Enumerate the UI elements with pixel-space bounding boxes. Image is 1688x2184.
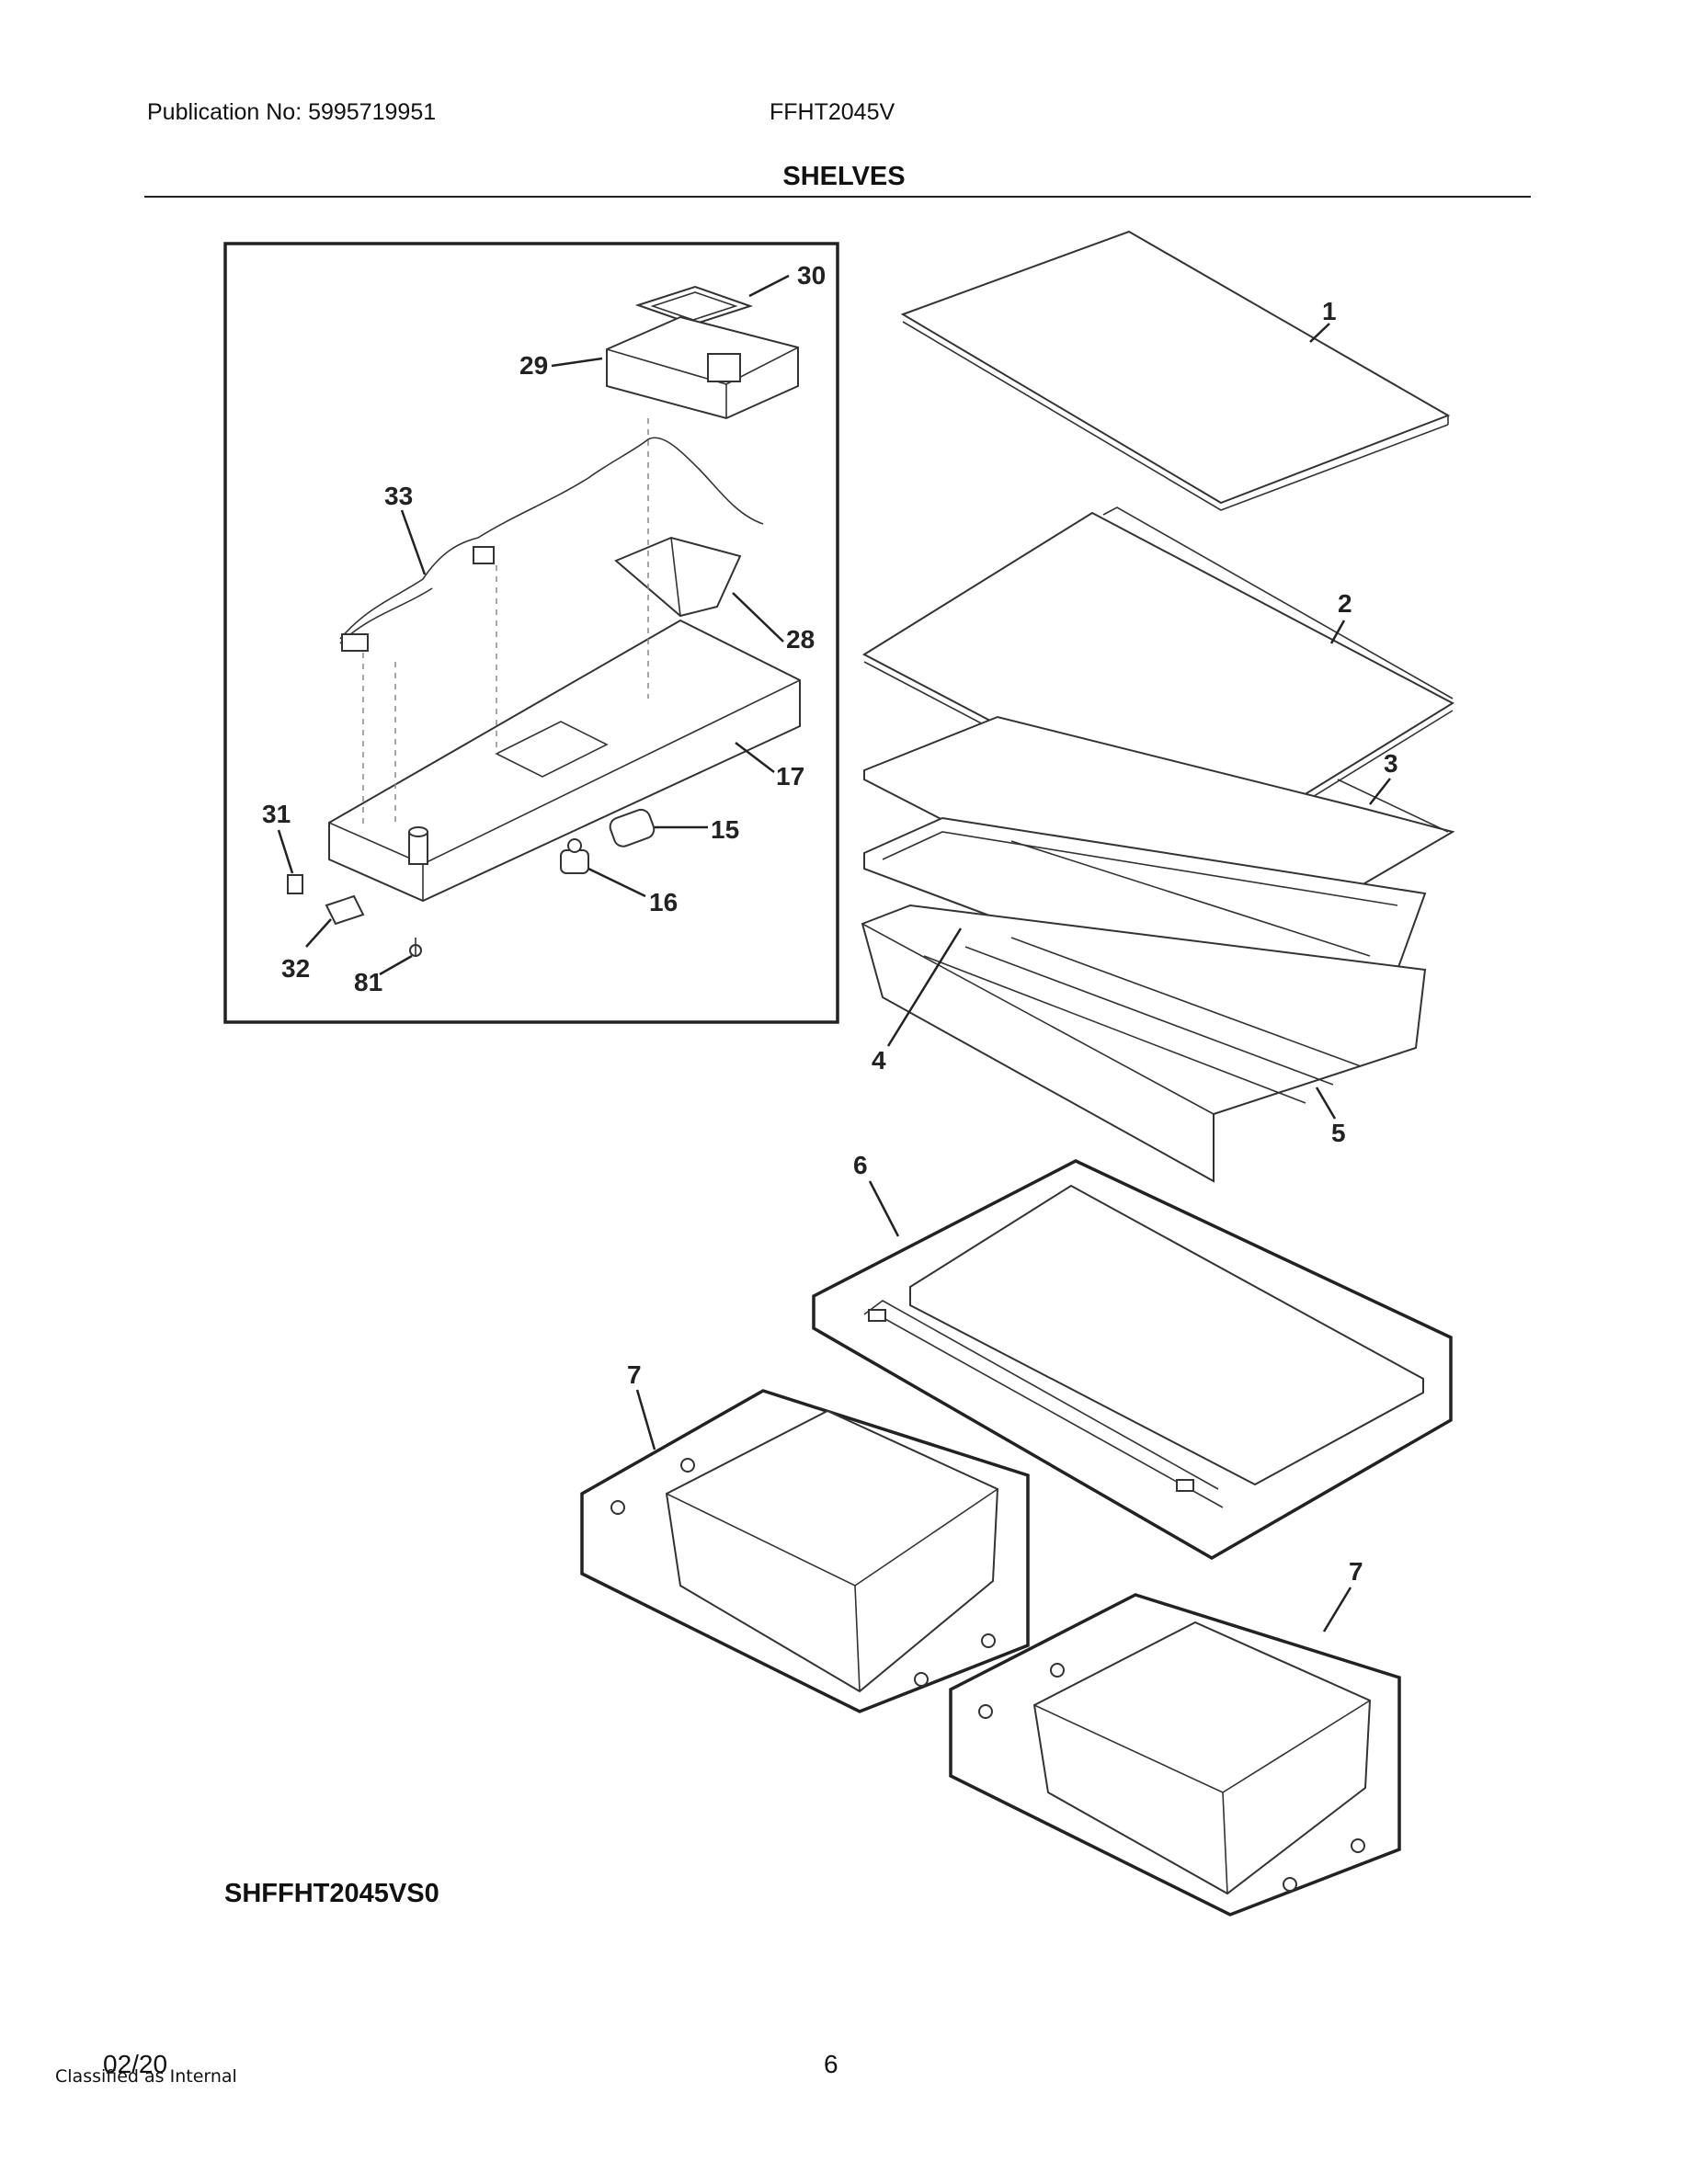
leader-33 (400, 509, 427, 575)
part-16-valve (560, 838, 589, 874)
model-number: FFHT2045V (770, 99, 895, 125)
leader-6 (868, 1180, 900, 1237)
label-part-32: 32 (281, 954, 310, 983)
label-part-30: 30 (797, 261, 826, 290)
label-part-16: 16 (649, 888, 678, 916)
page-title: SHELVES (782, 162, 906, 191)
part-32-switch (325, 894, 365, 926)
leader-32 (305, 918, 332, 948)
leader-7-right (1322, 1587, 1352, 1632)
leader-30 (748, 274, 790, 298)
label-part-5: 5 (1331, 1119, 1346, 1147)
inset-frame (223, 242, 839, 1024)
leader-2 (1329, 620, 1346, 644)
page-number: 6 (824, 2050, 838, 2078)
leader-1 (1309, 323, 1330, 343)
part-29-filter-housing (606, 315, 799, 420)
part-6-group-frame (812, 1159, 1453, 1561)
part-15-fitting (609, 808, 656, 847)
label-part-1: 1 (1322, 297, 1337, 325)
classification-stamp: Classified as Internal (55, 2066, 237, 2087)
label-part-3: 3 (1384, 749, 1398, 778)
part-5-crisper-pan (861, 904, 1427, 1183)
publication-number: Publication No: 5995719951 (147, 99, 437, 125)
part-28-duct (614, 536, 742, 618)
label-part-2: 2 (1338, 589, 1352, 618)
part-30-filter-frame (634, 285, 754, 326)
part-33-wire-harness (339, 353, 764, 652)
part-7-right-bin (978, 1621, 1372, 1895)
leader-7-left (635, 1389, 656, 1450)
revision-date: 02/20 (103, 2050, 168, 2078)
part-31-clip (287, 874, 303, 894)
leader-28 (732, 592, 784, 643)
label-part-33: 33 (384, 482, 413, 510)
leader-29 (551, 357, 603, 368)
label-part-29: 29 (519, 351, 548, 380)
part-6-shelf-assembly (863, 1184, 1424, 1508)
label-part-4: 4 (872, 1046, 886, 1075)
label-part-15: 15 (711, 815, 739, 844)
part-7-right-group-frame (949, 1593, 1401, 1917)
drawing-code: SHFFHT2045VS0 (224, 1879, 439, 1908)
leader-16 (587, 867, 646, 898)
label-part-17: 17 (776, 762, 804, 791)
part-7-left-bin (610, 1409, 999, 1693)
label-part-6: 6 (853, 1151, 868, 1179)
label-part-28: 28 (786, 625, 815, 654)
leader-4 (886, 927, 963, 1047)
label-part-7-left: 7 (627, 1360, 642, 1389)
label-part-31: 31 (262, 800, 291, 828)
part-17-dispenser-housing (328, 619, 801, 903)
part-7-left-group-frame (580, 1389, 1030, 1713)
leader-17 (735, 742, 775, 773)
part-81-screw (409, 938, 422, 957)
header-rule (144, 196, 1531, 198)
leader-5 (1315, 1086, 1337, 1120)
leader-31 (277, 829, 294, 874)
label-part-7-right: 7 (1349, 1557, 1363, 1586)
part-1-shelf (900, 230, 1451, 511)
leader-81 (379, 954, 413, 976)
leader-3 (1369, 778, 1391, 805)
label-part-81: 81 (354, 968, 382, 996)
